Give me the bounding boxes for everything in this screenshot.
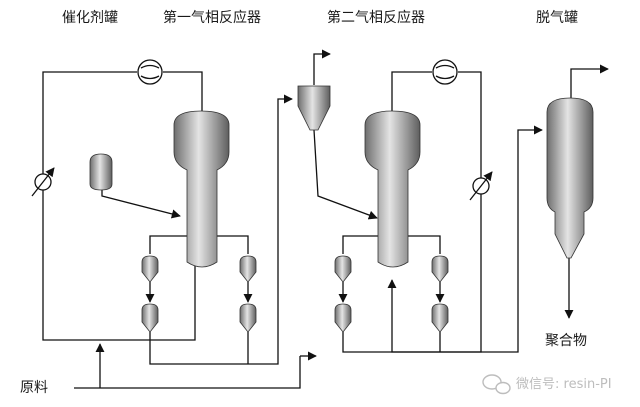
cyclone-vent: [313, 49, 331, 85]
catalyst-pot: [89, 153, 113, 191]
feed-header-1: [74, 356, 301, 389]
r2-left-drop: [342, 235, 378, 254]
label-reactor-2: 第二气相反应器: [327, 9, 425, 26]
r1-right-drop: [217, 235, 249, 254]
control-valve-icon: [31, 167, 55, 197]
r1-to-cyclone-line: [149, 94, 293, 365]
recycle-line-1-left: [42, 71, 196, 341]
r2-right-drums: [431, 255, 449, 338]
degasser-vent: [570, 64, 609, 98]
r1-right-drums: [239, 255, 257, 338]
label-reactor-1: 第一气相反应器: [163, 9, 261, 26]
degassing-tank: [546, 97, 594, 259]
cyclone-to-r2-line: [313, 129, 378, 220]
watermark-text: 微信号: resin-PI: [516, 377, 612, 392]
reactor-2: [364, 110, 421, 268]
recycle-line-1-top: [163, 71, 203, 111]
r1-left-drop: [149, 235, 188, 254]
pump-icon: [432, 59, 458, 85]
r2-left-drums: [334, 255, 352, 338]
wechat-icon: [482, 374, 511, 395]
piping: [42, 49, 609, 389]
recycle-line-2-top: [391, 71, 432, 111]
catalyst-feed-line: [101, 186, 181, 219]
pump-icon: [137, 59, 163, 85]
cyclone-separator: [297, 85, 331, 131]
r2-to-degasser-line: [342, 125, 543, 353]
reactor-1: [173, 110, 230, 268]
r2-right-drop: [407, 235, 441, 254]
label-feedstock: 原料: [20, 380, 48, 396]
label-degassing-tank: 脱气罐: [536, 10, 578, 26]
label-polymer: 聚合物: [545, 333, 587, 349]
r1-left-drums: [141, 255, 159, 338]
label-catalyst-tank: 催化剂罐: [62, 10, 118, 26]
control-valve-icon: [469, 171, 493, 201]
